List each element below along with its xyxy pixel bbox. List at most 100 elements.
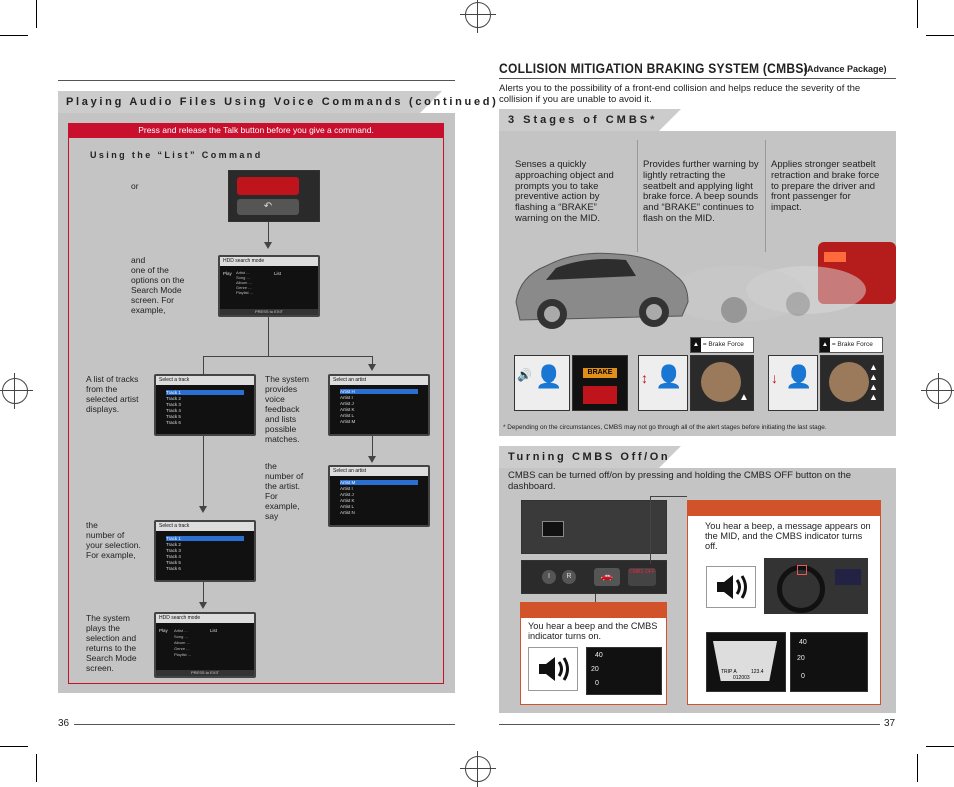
artist-number-text: the number of the artist. For example, s…: [265, 461, 304, 521]
top-rule: [58, 80, 455, 81]
crop-mark: [926, 746, 954, 747]
voice-feedback-text: The system provides voice feedback and l…: [265, 374, 309, 444]
track-row: Track 1: [166, 390, 244, 395]
brake-force-legend-text: = Brake Force: [702, 341, 744, 348]
track-row: Track 3: [166, 402, 181, 407]
registration-mark: [460, 0, 496, 33]
cmbs-button-panel: I R 🚗 CMBS OFF: [521, 560, 667, 594]
screen-item: Song ...: [236, 275, 250, 280]
stages-title: 3 Stages of CMBS*: [508, 114, 658, 126]
crop-mark: [0, 35, 28, 36]
registration-mark: [921, 373, 954, 409]
turning-title: Turning CMBS Off/On: [508, 451, 671, 463]
track-row: Track 3: [166, 548, 181, 553]
speaker-icon: 🔊: [517, 368, 532, 382]
screen-title: Select an artist: [330, 467, 428, 476]
selection-number-text: the number of your selection. For exampl…: [86, 520, 141, 560]
step-or-text: or: [131, 181, 139, 191]
screen-item: Genre ...: [174, 646, 190, 651]
ghost-wheel: [786, 292, 810, 316]
car-icon: 🚗: [594, 568, 620, 586]
screen-item: Genre ...: [236, 285, 252, 290]
cmbs-on-text: You hear a beep and the CMBS indicator t…: [528, 621, 658, 641]
stages-footnote: * Depending on the circumstances, CMBS m…: [503, 424, 827, 431]
hdd-search-screen: HDD search mode Play List Artist ... Son…: [218, 255, 320, 317]
speaker-icon: [528, 647, 578, 691]
brake-force-icon: ▲: [820, 338, 830, 352]
cmbs-title-suffix: (Advance Package): [804, 64, 887, 74]
mid-highlight: [797, 565, 807, 575]
brake-disc: [829, 362, 869, 402]
screen-item: Song ...: [174, 634, 188, 639]
turning-header-slant: [659, 446, 681, 468]
artist-row: Artist L: [340, 504, 355, 509]
artist-list-screen: Select an artist Artist H Artist I Artis…: [328, 374, 430, 436]
cmbs-title: COLLISION MITIGATION BRAKING SYSTEM (CMB…: [499, 60, 808, 76]
screen-title: Select a track: [156, 522, 254, 531]
instruction-banner: Press and release the Talk button before…: [68, 123, 444, 138]
screen-item: Album ...: [174, 640, 190, 645]
gauge-number: 40: [595, 652, 603, 659]
steering-wheel: [777, 565, 825, 613]
footer-rule: [74, 724, 455, 725]
track-list-screen-2: Select a track Track 1 Track 2 Track 3 T…: [154, 520, 256, 582]
artist-row: Artist N: [340, 510, 355, 515]
crop-mark: [917, 754, 918, 782]
track-row: Track 5: [166, 560, 181, 565]
artist-row: Artist M: [340, 480, 418, 485]
ghost-wheel: [721, 297, 747, 323]
track-row: Track 5: [166, 414, 181, 419]
track-row: Track 2: [166, 396, 181, 401]
flow-arrow-head: [264, 242, 272, 249]
crop-mark: [926, 35, 954, 36]
flow-arrow: [268, 222, 269, 242]
flow-arrow: [372, 434, 373, 456]
crop-mark: [917, 0, 918, 28]
registration-mark: [0, 373, 33, 409]
track-row: Track 1: [166, 536, 244, 541]
back-button-icon: ↶: [237, 199, 299, 215]
artist-row: Artist H: [340, 389, 418, 394]
cmbs-intro: Alerts you to the possibility of a front…: [499, 83, 861, 105]
screen-play: Play: [159, 628, 168, 633]
title-rule: [499, 78, 896, 79]
gauge-number: 40: [799, 639, 807, 646]
crop-mark: [0, 746, 28, 747]
turning-header-bg: [499, 446, 659, 468]
subsection-title: Using the “List” Command: [90, 150, 263, 160]
steering-wheel-photo: [764, 558, 868, 614]
gauge-photo-off: 40 20 0: [790, 632, 868, 692]
brake-light: [824, 252, 846, 262]
screen-item: Playlist ...: [174, 652, 192, 657]
cmbs-on-header: [520, 602, 667, 617]
seatbelt-retract-icon: ↓: [771, 370, 778, 386]
screen-item: Playlist ...: [236, 290, 254, 295]
brake-force-icon: ▲: [739, 392, 749, 403]
flow-arrow-head: [368, 456, 376, 463]
screen-list: List: [274, 271, 282, 276]
flow-arrow-head: [199, 506, 207, 513]
brake-disc: [701, 362, 741, 402]
flow-arrow: [203, 582, 204, 602]
brake-force-icon: ▲: [691, 338, 701, 352]
gauge-number: 20: [591, 666, 599, 673]
track-row: Track 6: [166, 566, 181, 571]
stages-header-bg: [499, 109, 659, 131]
connector-line: [650, 496, 687, 497]
dashboard-photo: [521, 500, 667, 554]
cmbs-off-button[interactable]: CMBS OFF: [628, 568, 656, 586]
cmbs-off-text: You hear a beep, a message appears on th…: [705, 521, 871, 551]
footer-rule: [499, 724, 880, 725]
track-row: Track 2: [166, 542, 181, 547]
artist-row: Artist I: [340, 395, 353, 400]
brake-force-icons: ▲▲▲▲: [869, 362, 878, 402]
screen-title: Select a track: [156, 376, 254, 385]
cmbs-title-row: COLLISION MITIGATION BRAKING SYSTEM (CMB…: [499, 60, 858, 78]
ghost-car-2: [666, 266, 806, 322]
page-number-right: 37: [884, 718, 896, 729]
screen-title: HDD search mode: [220, 257, 318, 266]
connector-line: [595, 594, 596, 602]
seatbelt-retract-icon: ↕: [641, 370, 648, 386]
flow-connector: [372, 356, 373, 366]
flow-connector: [268, 316, 269, 356]
